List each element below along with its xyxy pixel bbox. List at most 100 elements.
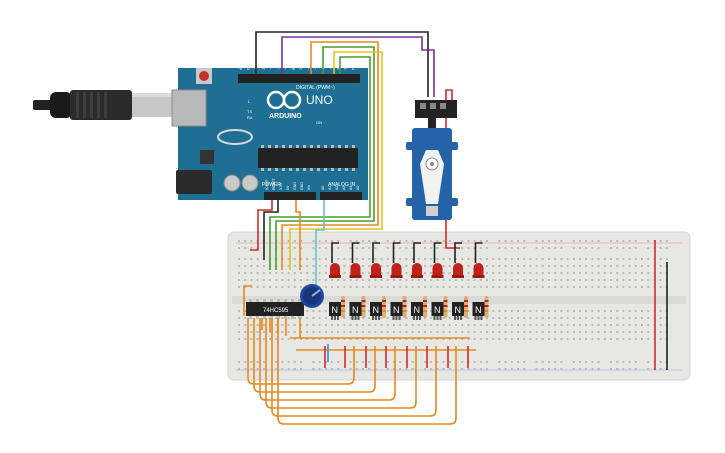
servo-power-wire[interactable] xyxy=(445,89,460,249)
resistor[interactable] xyxy=(423,296,427,318)
resistor[interactable] xyxy=(361,296,366,318)
led-gnd-wire[interactable] xyxy=(372,242,380,263)
led-gnd-wire[interactable] xyxy=(392,242,401,263)
analog-label: ANALOG IN xyxy=(328,182,356,188)
gnd-wire[interactable] xyxy=(263,200,279,260)
led[interactable] xyxy=(472,263,485,278)
on-label: ON xyxy=(316,120,322,125)
resistor[interactable] xyxy=(464,296,468,318)
resistor[interactable] xyxy=(382,296,386,318)
output-wire[interactable] xyxy=(259,318,396,401)
tx-label: TX xyxy=(247,109,252,114)
led-gnd-wire[interactable] xyxy=(474,242,483,263)
power-label: POWER xyxy=(262,182,281,188)
transistor[interactable]: N xyxy=(472,302,485,320)
latch-wire[interactable] xyxy=(281,41,379,270)
usb-cable[interactable] xyxy=(33,90,172,120)
led[interactable] xyxy=(452,263,464,278)
potentiometer[interactable] xyxy=(300,284,324,308)
digital-pin-label: GND xyxy=(246,61,251,70)
breadboard-wires xyxy=(243,240,668,370)
capacitor xyxy=(241,174,259,192)
arduino-logo: ARDUINO UNO xyxy=(266,90,333,120)
clock-wire[interactable] xyxy=(275,46,375,270)
5v-wire[interactable] xyxy=(250,200,273,251)
transistor-label: N xyxy=(332,305,339,315)
vcc-wire[interactable] xyxy=(295,200,301,270)
chip-wire[interactable] xyxy=(243,285,252,316)
servo-gnd-wire[interactable] xyxy=(255,31,429,97)
power-pin-label: 3.3V xyxy=(279,182,283,190)
capacitor xyxy=(223,174,241,192)
arduino-model: UNO xyxy=(306,93,333,107)
transistor[interactable]: N xyxy=(329,302,341,320)
transistor[interactable]: N xyxy=(411,302,423,320)
led[interactable] xyxy=(349,263,362,278)
output-wire[interactable] xyxy=(277,318,457,425)
enable-wire[interactable] xyxy=(269,56,371,270)
output-wire[interactable] xyxy=(265,318,417,409)
l-label: L xyxy=(248,99,251,104)
led[interactable] xyxy=(329,263,341,278)
led-gnd-wire[interactable] xyxy=(433,242,442,263)
digital-pin-label: ~5 xyxy=(313,65,318,70)
transistor-label: N xyxy=(373,305,380,315)
resistor[interactable] xyxy=(341,296,345,318)
digital-pin-label: ~11 xyxy=(268,63,273,70)
gnd-drop-wires xyxy=(324,346,469,368)
arduino-board[interactable]: ARDUINO UNO DIGITAL (PWM~) POWER ANALOG … xyxy=(171,57,368,200)
analog-header[interactable] xyxy=(320,192,362,200)
usb-port xyxy=(171,89,207,127)
data-wire[interactable] xyxy=(289,51,383,270)
led-gnd-wire[interactable] xyxy=(454,242,462,263)
led[interactable] xyxy=(390,263,403,278)
analog-pin-label: A1 xyxy=(328,186,332,190)
output-wire[interactable] xyxy=(253,318,376,393)
shift-register-chip[interactable]: 74HC595 xyxy=(246,299,304,319)
transistor[interactable]: N xyxy=(370,302,382,320)
atmega-chip xyxy=(258,148,358,168)
transistor[interactable]: N xyxy=(452,302,464,320)
led-array xyxy=(329,242,485,278)
output-wire[interactable] xyxy=(271,318,437,417)
power-pin-label: IOREF xyxy=(265,179,269,190)
led-gnd-wire[interactable] xyxy=(351,242,360,263)
led[interactable] xyxy=(431,263,444,278)
led[interactable] xyxy=(411,263,423,278)
power-pin-label: Vin xyxy=(307,185,311,190)
digital-header[interactable] xyxy=(238,74,360,83)
transistor-label: N xyxy=(455,305,462,315)
transistor[interactable]: N xyxy=(349,302,362,320)
digital-pin-label: RX←0 xyxy=(351,57,356,70)
power-pin-label: RESET xyxy=(272,177,276,190)
digital-pin-label: AREF xyxy=(238,59,243,70)
led-gnd-wire[interactable] xyxy=(331,242,339,263)
analog-pin-label: A2 xyxy=(335,186,339,190)
transistor-label: N xyxy=(352,305,359,315)
output-wires xyxy=(247,318,457,425)
regulator xyxy=(200,150,214,164)
digital-pin-label: ~10 xyxy=(276,62,281,70)
transistor[interactable]: N xyxy=(431,302,444,320)
arduino-brand: ARDUINO xyxy=(269,113,302,120)
transistor-label: N xyxy=(414,305,421,315)
resistor[interactable] xyxy=(443,296,448,318)
led-gnd-wire[interactable] xyxy=(413,242,421,263)
digital-pin-label: 12 xyxy=(261,65,266,70)
resistor[interactable] xyxy=(484,296,489,318)
servo-signal-wire[interactable] xyxy=(281,36,435,97)
digital-label: DIGITAL (PWM~) xyxy=(296,85,335,91)
servo-motor[interactable] xyxy=(406,100,458,220)
output-wire[interactable] xyxy=(247,318,355,385)
resistor[interactable] xyxy=(402,296,407,318)
transistor[interactable]: N xyxy=(390,302,403,320)
pot-wire[interactable] xyxy=(315,200,325,290)
power-pin-label: 5V xyxy=(286,185,290,190)
power-header[interactable] xyxy=(264,192,316,200)
digital-pin-label: 8 xyxy=(291,67,296,70)
led[interactable] xyxy=(370,263,382,278)
digital-pin-label: ~9 xyxy=(283,65,288,70)
digital-pin-label: ~6 xyxy=(306,65,311,70)
